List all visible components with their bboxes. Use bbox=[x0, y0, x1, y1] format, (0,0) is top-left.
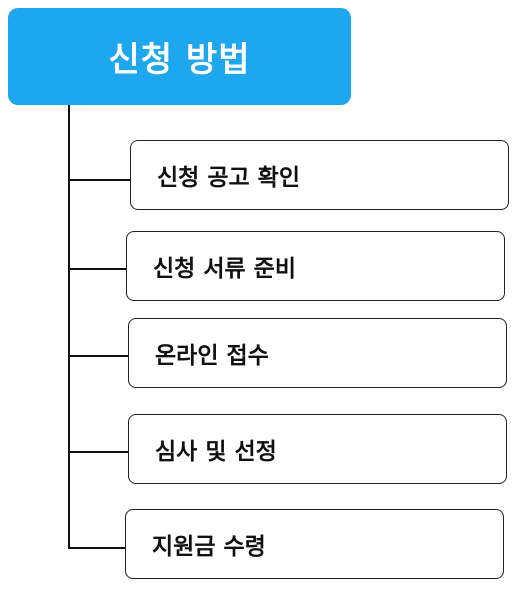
step-box-2: 신청 서류 준비 bbox=[126, 231, 505, 301]
step-label-4: 심사 및 선정 bbox=[155, 439, 277, 465]
step-label-5: 지원금 수령 bbox=[152, 534, 266, 560]
diagram-title: 신청 방법 bbox=[8, 8, 351, 105]
step-label-1: 신청 공고 확인 bbox=[157, 165, 300, 191]
step-label-2: 신청 서류 준비 bbox=[153, 256, 296, 282]
step-box-3: 온라인 접수 bbox=[128, 318, 507, 388]
connector-branch-4 bbox=[68, 451, 128, 453]
diagram-title-text: 신청 방법 bbox=[108, 40, 251, 80]
connector-branch-2 bbox=[68, 268, 126, 270]
step-box-5: 지원금 수령 bbox=[125, 509, 504, 579]
connector-branch-1 bbox=[68, 179, 130, 181]
step-box-1: 신청 공고 확인 bbox=[130, 140, 509, 210]
step-box-4: 심사 및 선정 bbox=[128, 414, 507, 484]
connector-branch-5 bbox=[68, 547, 125, 549]
connector-trunk bbox=[68, 105, 70, 549]
connector-branch-3 bbox=[68, 355, 128, 357]
step-label-3: 온라인 접수 bbox=[155, 343, 269, 369]
